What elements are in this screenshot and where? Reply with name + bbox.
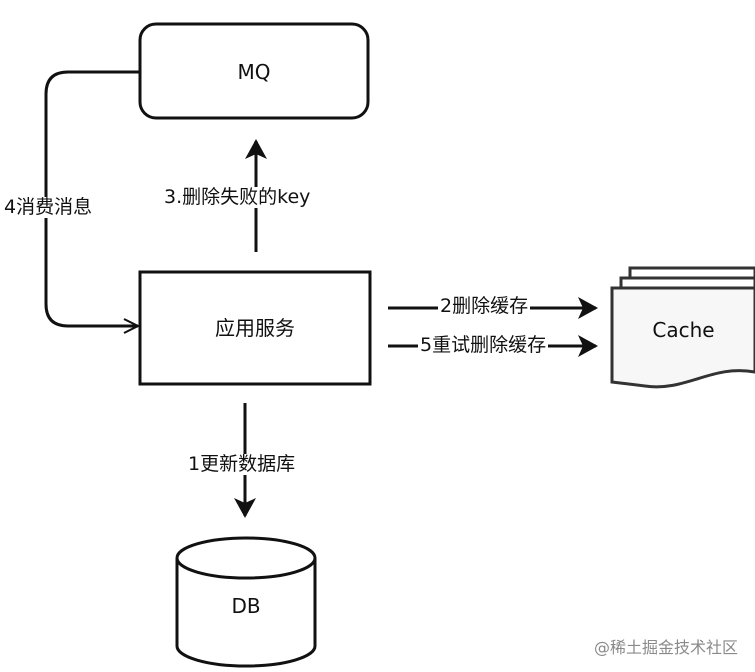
db-cylinder (175, 536, 317, 668)
edge-label-delete-cache: 2删除缓存 (438, 295, 531, 317)
mq-label: MQ (237, 60, 271, 84)
edge-label-delete-failed-key: 3.删除失败的key (162, 186, 313, 208)
cache-shape (610, 266, 755, 389)
app-service-label: 应用服务 (215, 316, 295, 340)
db-label: DB (231, 594, 261, 618)
cache-label: Cache (652, 318, 715, 342)
edge-label-retry-delete-cache: 5重试删除缓存 (418, 334, 549, 356)
app-service-box (138, 270, 372, 386)
watermark: @稀土掘金技术社区 (594, 638, 739, 657)
edge-label-consume-message: 4消费消息 (2, 196, 95, 218)
edge-label-update-db: 1更新数据库 (186, 453, 298, 475)
